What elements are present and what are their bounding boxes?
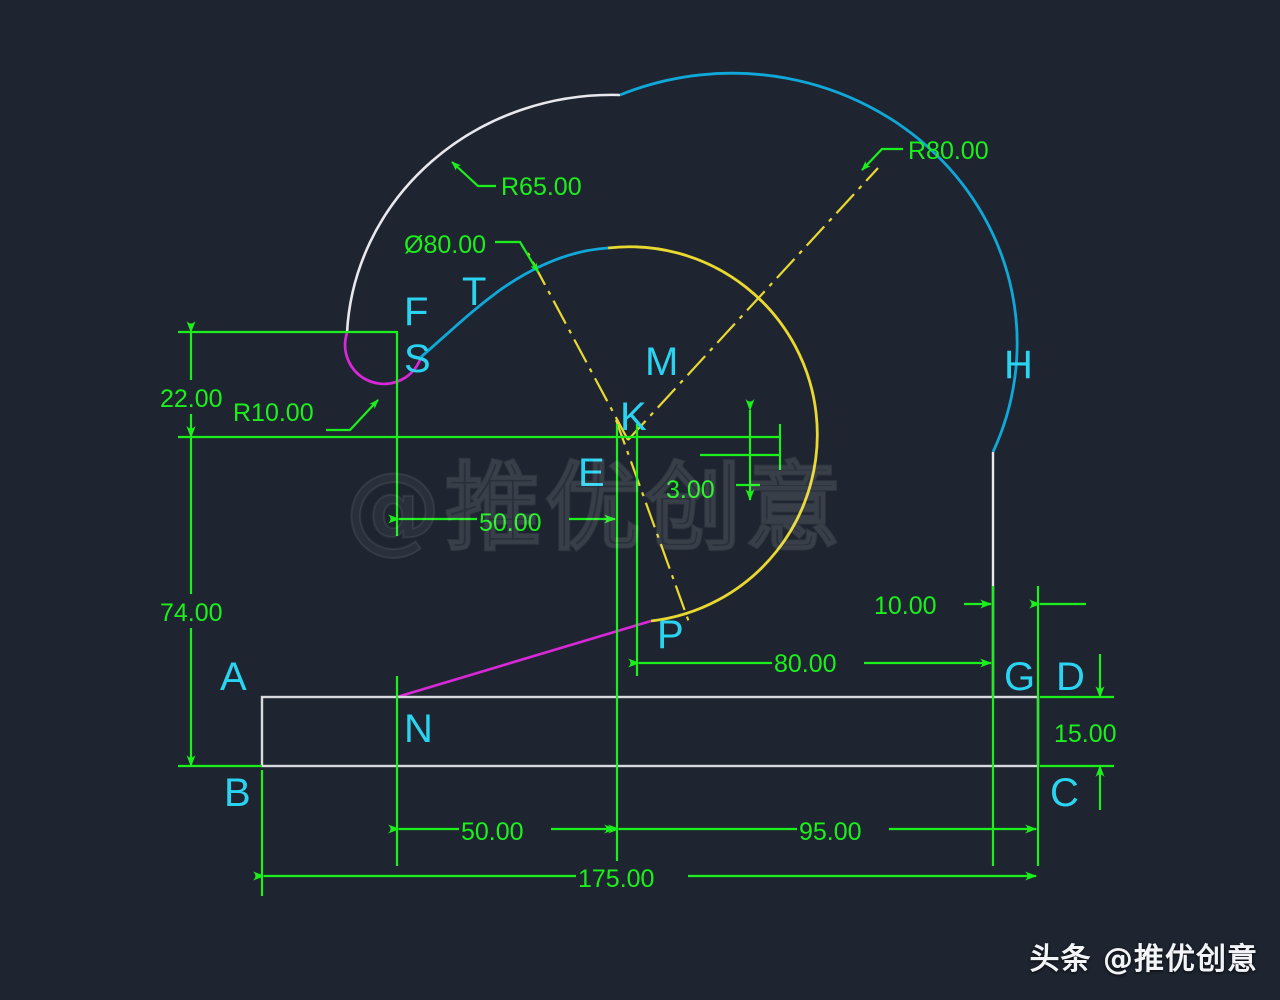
dim-10-text: 10.00 [874,592,937,620]
point-label-D: D [1056,655,1085,699]
point-label-A: A [220,655,247,699]
point-label-N: N [404,707,433,751]
base-plate-rect [260,695,1040,768]
centerline-e-to-p [614,419,692,626]
leader-r10 [326,399,379,432]
centerlines [527,167,879,626]
dim-74-text: 74.00 [160,599,223,627]
arc-r65-white [345,93,621,334]
circle-dia80-yellow [607,245,819,623]
profile-outline [260,71,1040,768]
point-label-M: M [645,340,678,384]
centerline-k-to-r80 [627,167,879,441]
arc-r80-cyan [619,71,1019,453]
point-label-B: B [224,771,251,815]
point-label-P: P [657,613,684,657]
dimension-lines [178,147,1114,896]
point-label-E: E [578,451,605,495]
dim-50-bot-text: 50.00 [461,818,524,846]
dim-3-text: 3.00 [666,476,715,504]
dim-80-text: 80.00 [774,650,837,678]
dim-r10-text: R10.00 [233,399,314,427]
curve-s-to-t-cyan [420,246,609,359]
point-label-group: F S T M K E H P A N G D B C [220,270,1085,815]
dim-r65-text: R65.00 [501,173,582,201]
dim-15-text: 15.00 [1054,720,1117,748]
dim-50-mid-text: 50.00 [479,509,542,537]
corner-watermark: 头条 @推优创意 [1029,942,1258,977]
dim-22-text: 22.00 [160,385,223,413]
leader-dia80 [495,240,539,273]
point-label-K: K [620,395,647,439]
leader-r80 [861,147,903,171]
dim-95-text: 95.00 [799,818,862,846]
point-label-C: C [1050,771,1079,815]
dimension-text-group: 22.00 R10.00 74.00 R65.00 Ø80.00 R80.00 … [158,137,1117,893]
line-p-to-n-magenta [396,619,652,699]
point-label-H: H [1004,343,1033,387]
centerline-k-to-t [527,252,629,441]
dim-r80-text: R80.00 [908,137,989,165]
leader-r65 [451,161,496,188]
point-label-S: S [404,337,431,381]
dim-175-text: 175.00 [578,865,654,893]
point-label-T: T [462,270,486,314]
point-label-F: F [404,290,428,334]
dim-dia80-text: Ø80.00 [404,231,486,259]
arc-r10-magenta [343,332,423,386]
point-label-G: G [1004,655,1035,699]
